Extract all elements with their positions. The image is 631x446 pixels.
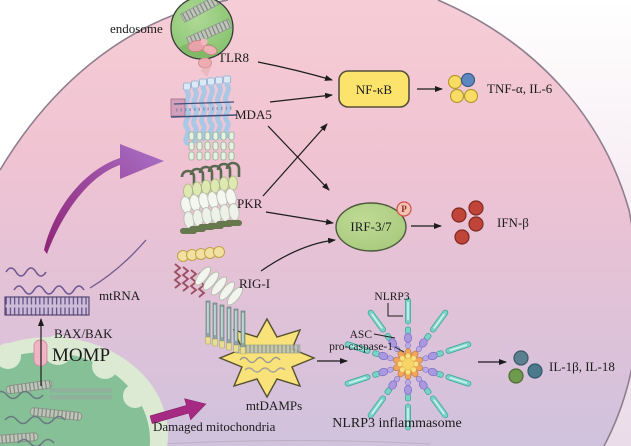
mtrna-release-swoosh-arrow: [44, 144, 164, 254]
momp-label: MOMP: [52, 345, 110, 366]
mitochondria: [0, 335, 168, 446]
baxbak-label: BAX/BAK: [54, 326, 113, 341]
mtrna-duplex-band: [4, 296, 90, 316]
nfkb-label: NF-κB: [356, 82, 392, 97]
asc-label: ASC: [350, 329, 373, 341]
nlrp3-inflammasome-caption: NLRP3 inflammasome: [332, 416, 462, 431]
mda5-rna-cap: [170, 98, 186, 117]
pkr-label: PKR: [237, 196, 263, 211]
tnf-il6-label: TNF-α, IL-6: [487, 81, 553, 96]
damaged-mitochondria-arrow: [149, 398, 207, 424]
irf37-ellipse: [335, 201, 412, 252]
rigi-label: RIG-I: [239, 276, 270, 291]
mda5-label: MDA5: [235, 107, 272, 122]
phospho-label: P: [401, 204, 407, 214]
ifn-dots: [451, 200, 484, 245]
nlrp3-inflammasome-wheel: [343, 297, 473, 431]
ifnb-label: IFN-β: [497, 215, 529, 230]
phospho-badge: [396, 201, 412, 217]
arrow-rigi-irf: [260, 237, 336, 272]
inflammasome-pointer-lines: [373, 303, 405, 353]
arrow-pkr-nfkb: [262, 123, 328, 197]
pro-caspase1-label: pro-caspase-1: [329, 341, 393, 353]
arrow-pkr-irf: [265, 211, 334, 225]
signal-arrows: [257, 61, 507, 365]
nfkb-box: [338, 70, 410, 108]
endosome-label: endosome: [110, 21, 163, 36]
il1b-il18-label: IL-1β, IL-18: [549, 359, 615, 374]
mtrna-strands: [4, 239, 147, 316]
endosome-vesicle: [170, 0, 234, 77]
tnf-il6-dots: [447, 72, 479, 104]
nlrp3-label: NLRP3: [374, 291, 409, 303]
cell-membrane-bottom: [161, 440, 431, 445]
arrow-tlr8-nfkb: [257, 61, 333, 81]
mda5-receptor: [170, 76, 238, 161]
rig-i-receptor: [174, 246, 246, 355]
arrow-mda5-irf: [267, 125, 330, 191]
mtdamps-label: mtDAMPs: [246, 398, 302, 413]
cell-membrane-right: [437, 0, 631, 446]
irf37-label: IRF-3/7: [350, 219, 392, 234]
damaged-mitochondria-label: Damaged mitochondria: [153, 419, 276, 434]
mtrna-label: mtRNA: [99, 288, 141, 303]
tlr8-label: TLR8: [218, 50, 249, 65]
il1b-il18-dots: [508, 350, 543, 384]
arrow-mda5-nfkb: [269, 92, 333, 103]
